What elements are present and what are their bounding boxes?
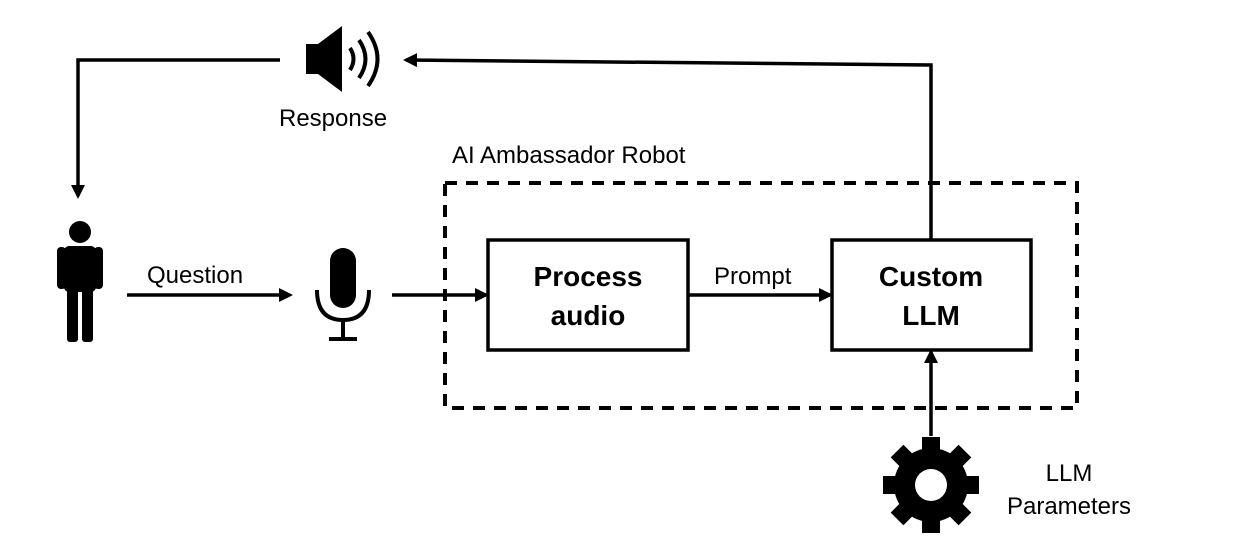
custom-llm-label-line2: LLM bbox=[902, 300, 960, 331]
microphone-icon bbox=[315, 248, 371, 341]
speaker-icon bbox=[306, 26, 380, 92]
custom-llm-label-line1: Custom bbox=[879, 261, 983, 292]
process-audio-node: Process audio bbox=[486, 238, 690, 352]
person-icon bbox=[57, 221, 103, 342]
response-arrow bbox=[403, 53, 933, 240]
process-audio-label-line2: audio bbox=[551, 300, 626, 331]
prompt-label: Prompt bbox=[714, 263, 792, 290]
process-audio-label-line1: Process bbox=[534, 261, 643, 292]
llm-parameters-label-line2: Parameters bbox=[1007, 493, 1131, 520]
question-label: Question bbox=[147, 262, 243, 289]
response-label: Response bbox=[279, 105, 387, 132]
speaker-to-person-arrow bbox=[71, 58, 280, 199]
custom-llm-node: Custom LLM bbox=[830, 238, 1033, 352]
robot-container-label: AI Ambassador Robot bbox=[452, 142, 686, 169]
gear-icon bbox=[883, 437, 979, 533]
llm-parameters-label-line1: LLM bbox=[1046, 460, 1093, 487]
